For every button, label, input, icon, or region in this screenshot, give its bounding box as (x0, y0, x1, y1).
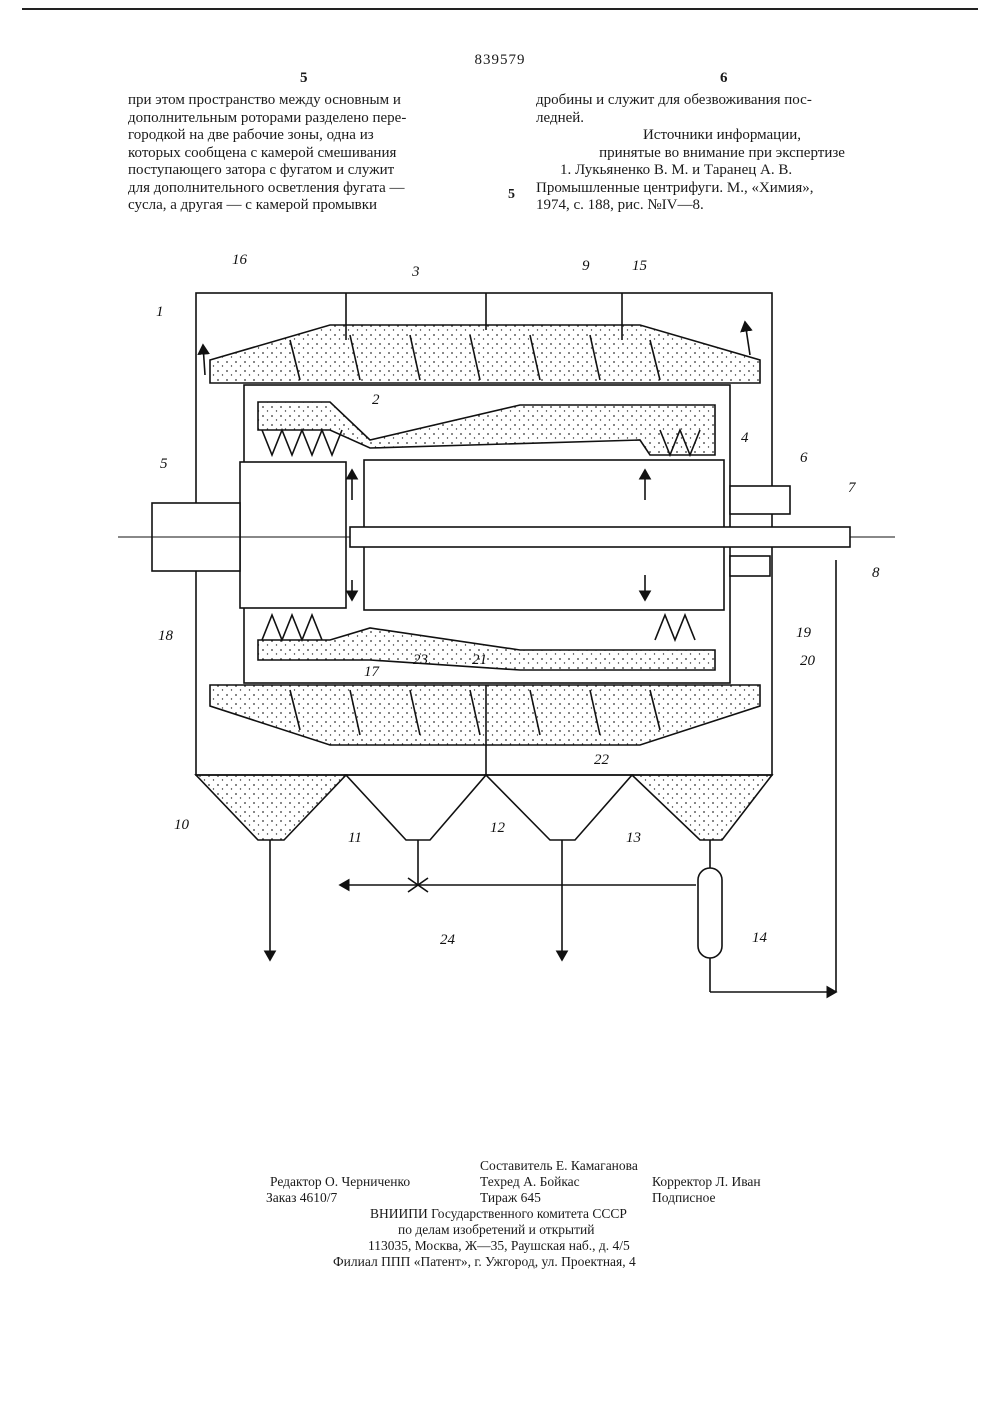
outer-rotor-top (210, 325, 760, 383)
label-17: 17 (364, 664, 381, 680)
footer-print-run: Тираж 645 (480, 1190, 541, 1206)
label-9: 9 (582, 258, 590, 274)
footer-compiler: Составитель Е. Камаганова (480, 1158, 638, 1174)
footer-org-3: 113035, Москва, Ж—35, Раушская наб., д. … (368, 1238, 630, 1254)
label-8: 8 (872, 565, 880, 581)
label-12: 12 (490, 820, 506, 836)
label-14: 14 (752, 930, 768, 946)
footer-techred: Техред А. Бойкас (480, 1174, 580, 1190)
label-7: 7 (848, 480, 857, 496)
footer-corrector: Корректор Л. Иван (652, 1174, 761, 1190)
inner-rotor-top (258, 402, 715, 455)
label-6: 6 (800, 450, 808, 466)
label-20: 20 (800, 653, 816, 669)
hopper-11 (346, 775, 486, 840)
label-5: 5 (160, 456, 168, 472)
label-13: 13 (626, 830, 641, 846)
label-24: 24 (440, 932, 456, 948)
label-1: 1 (156, 304, 164, 320)
label-2: 2 (372, 392, 380, 408)
footer-subscription: Подписное (652, 1190, 716, 1206)
footer-org-2: по делам изобретений и открытий (398, 1222, 594, 1238)
footer-order: Заказ 4610/7 (266, 1190, 337, 1206)
hopper-10 (196, 775, 346, 840)
hopper-12 (486, 775, 632, 840)
label-22: 22 (594, 752, 610, 768)
footer-editor: Редактор О. Черниченко (270, 1174, 410, 1190)
label-3: 3 (411, 264, 420, 280)
label-4: 4 (741, 430, 749, 446)
label-19: 19 (796, 625, 812, 641)
label-18: 18 (158, 628, 174, 644)
label-21: 21 (472, 652, 487, 668)
label-15: 15 (632, 258, 648, 274)
footer-org-1: ВНИИПИ Государственного комитета СССР (370, 1206, 627, 1222)
drive-block (240, 462, 346, 608)
label-11: 11 (348, 830, 362, 846)
shaft (350, 527, 850, 547)
label-16: 16 (232, 252, 248, 268)
hopper-13 (632, 775, 772, 840)
footer-org-4: Филиал ППП «Патент», г. Ужгород, ул. Про… (333, 1254, 636, 1270)
label-23: 23 (413, 652, 428, 668)
separator-14 (698, 868, 722, 958)
outer-rotor-bottom (210, 685, 760, 745)
label-10: 10 (174, 817, 190, 833)
